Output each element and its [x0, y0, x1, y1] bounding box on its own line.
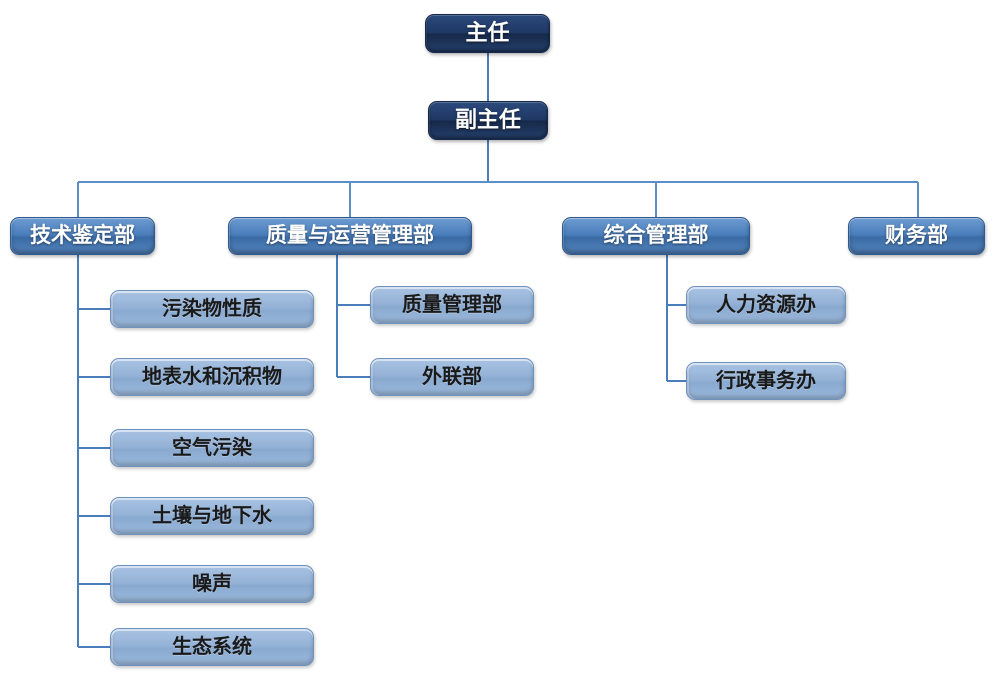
node-deputy-director-label: 副主任 — [454, 107, 521, 133]
node-department-quality[interactable]: 质量与运营管理部 — [228, 217, 472, 255]
node-director[interactable]: 主任 — [425, 14, 550, 53]
node-department-admin-label: 综合管理部 — [603, 224, 709, 248]
node-unit-ecosystem[interactable]: 生态系统 — [110, 628, 314, 666]
node-unit-air-pollution-label: 空气污染 — [172, 437, 252, 459]
node-unit-surface-water-sediment[interactable]: 地表水和沉积物 — [110, 358, 314, 396]
node-unit-external-liaison-label: 外联部 — [422, 366, 482, 388]
node-department-finance[interactable]: 财务部 — [848, 217, 985, 255]
node-unit-quality-management[interactable]: 质量管理部 — [370, 286, 534, 324]
node-department-technical-label: 技术鉴定部 — [30, 224, 135, 248]
node-unit-air-pollution[interactable]: 空气污染 — [110, 429, 314, 467]
node-unit-soil-groundwater-label: 土壤与地下水 — [152, 505, 272, 527]
node-unit-human-resources-label: 人力资源办 — [716, 294, 816, 316]
node-unit-human-resources[interactable]: 人力资源办 — [686, 286, 846, 324]
node-unit-surface-water-sediment-label: 地表水和沉积物 — [142, 366, 282, 388]
node-unit-quality-management-label: 质量管理部 — [402, 294, 502, 316]
node-unit-soil-groundwater[interactable]: 土壤与地下水 — [110, 497, 314, 535]
node-unit-external-liaison[interactable]: 外联部 — [370, 358, 534, 396]
node-department-technical[interactable]: 技术鉴定部 — [10, 217, 155, 255]
node-unit-administrative-affairs[interactable]: 行政事务办 — [686, 362, 846, 400]
node-unit-pollutant-properties-label: 污染物性质 — [162, 298, 262, 320]
node-unit-pollutant-properties[interactable]: 污染物性质 — [110, 290, 314, 328]
node-unit-administrative-affairs-label: 行政事务办 — [716, 370, 816, 392]
node-unit-ecosystem-label: 生态系统 — [172, 636, 252, 658]
node-deputy-director[interactable]: 副主任 — [428, 101, 548, 140]
node-department-quality-label: 质量与运营管理部 — [266, 224, 434, 248]
node-director-label: 主任 — [465, 20, 510, 46]
node-unit-noise[interactable]: 噪声 — [110, 565, 314, 603]
node-department-admin[interactable]: 综合管理部 — [562, 217, 750, 255]
node-unit-noise-label: 噪声 — [192, 573, 232, 595]
node-department-finance-label: 财务部 — [885, 224, 948, 248]
